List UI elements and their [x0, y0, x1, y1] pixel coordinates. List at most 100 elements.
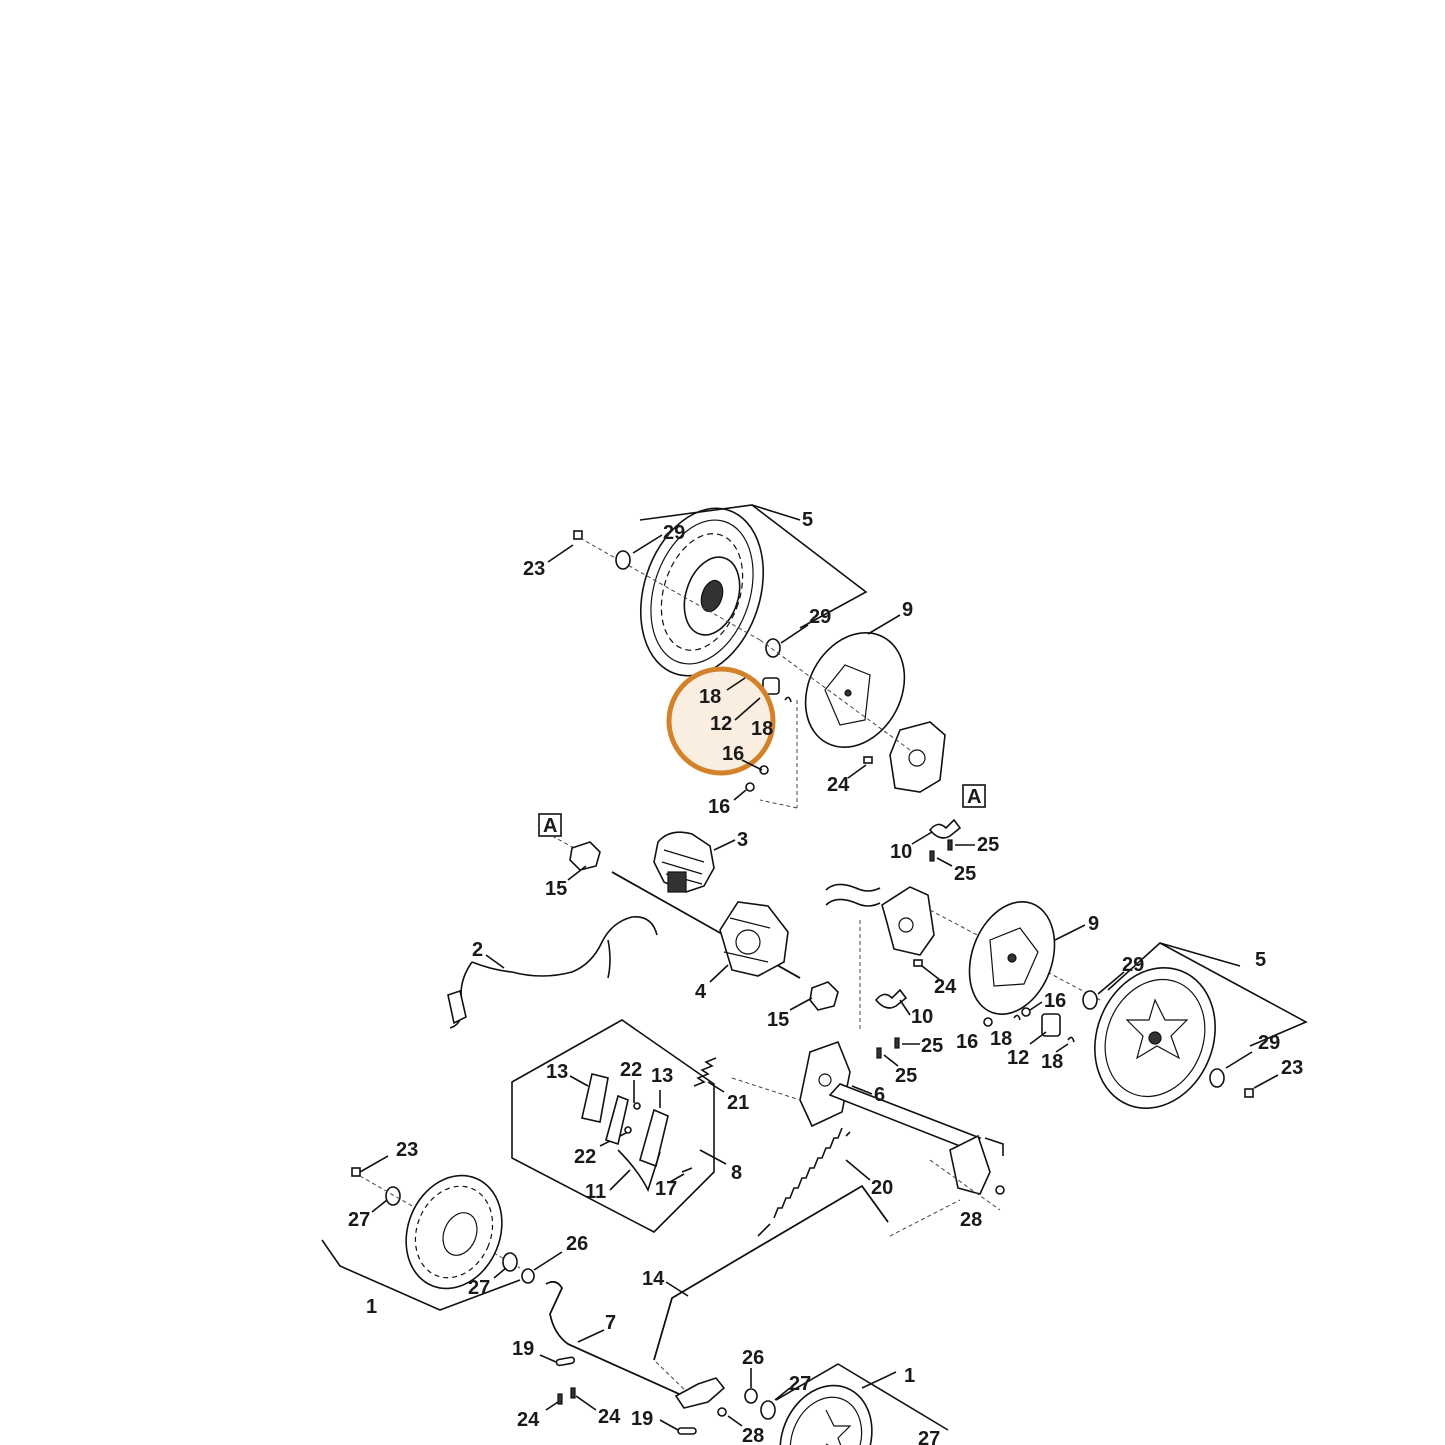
- mount-bracket-right[interactable]: [881, 886, 935, 956]
- bolt-23c[interactable]: [351, 1167, 361, 1177]
- bushing-27b[interactable]: [502, 1252, 518, 1272]
- callout-3: 3: [737, 829, 748, 851]
- washer-16c[interactable]: [983, 1017, 993, 1027]
- bushing-29c[interactable]: [1082, 990, 1098, 1010]
- callout-16b: 16: [708, 796, 730, 818]
- callout-12a: 12: [710, 713, 732, 735]
- callout-16a: 16: [722, 743, 744, 765]
- pin-17[interactable]: [681, 1167, 693, 1173]
- callout-5b: 5: [1255, 949, 1266, 971]
- bushing-29d[interactable]: [1209, 1068, 1225, 1088]
- pinion-12b[interactable]: [1041, 1013, 1061, 1037]
- pin-19b[interactable]: [677, 1427, 697, 1435]
- callout-27d: 27: [918, 1428, 940, 1445]
- bushing-27a[interactable]: [385, 1186, 401, 1206]
- callout-13a: 13: [546, 1061, 568, 1083]
- callout-10a: 10: [890, 841, 912, 863]
- callout-25d: 25: [895, 1065, 917, 1087]
- washer-16b[interactable]: [745, 782, 755, 792]
- callout-24c: 24: [517, 1409, 540, 1431]
- callout-25b: 25: [954, 863, 976, 885]
- motor-3[interactable]: [653, 831, 715, 893]
- callout-16d: 16: [956, 1031, 978, 1053]
- callout-18b: 18: [751, 718, 773, 740]
- bolt-24a[interactable]: [863, 756, 873, 764]
- bushing-29a[interactable]: [615, 550, 631, 570]
- screw-24d[interactable]: [570, 1387, 576, 1399]
- screw-25b[interactable]: [929, 850, 935, 862]
- wheel-cover-9a[interactable]: [786, 615, 924, 764]
- screw-25c[interactable]: [894, 1037, 900, 1049]
- bushing-29b[interactable]: [765, 638, 781, 658]
- callout-23b: 23: [1281, 1057, 1303, 1079]
- spring-21[interactable]: [693, 1057, 717, 1087]
- callout-18c: 18: [990, 1028, 1012, 1050]
- callout-12b: 12: [1007, 1047, 1029, 1069]
- bracket-11[interactable]: [605, 1094, 661, 1193]
- washer-26a[interactable]: [521, 1268, 535, 1284]
- clamp-10a[interactable]: [928, 818, 962, 839]
- coupling-15a[interactable]: [569, 841, 601, 871]
- callout-28a: 28: [960, 1209, 982, 1231]
- bushing-27c[interactable]: [760, 1400, 776, 1420]
- callout-15a: 15: [545, 878, 567, 900]
- washer-16a[interactable]: [759, 765, 769, 775]
- clip-18d[interactable]: [1067, 1036, 1075, 1043]
- front-wheel-left[interactable]: [390, 1161, 519, 1303]
- callout-20: 20: [871, 1177, 893, 1199]
- lever-rod-14[interactable]: [653, 1184, 889, 1361]
- callout-18d: 18: [1041, 1051, 1063, 1073]
- section-marker-left: A: [538, 813, 562, 837]
- callout-8: 8: [731, 1162, 742, 1184]
- pin-19a[interactable]: [555, 1356, 576, 1367]
- bolt-23a[interactable]: [573, 530, 583, 540]
- coupling-15b[interactable]: [809, 981, 839, 1011]
- callout-5a: 5: [802, 509, 813, 531]
- washer-26b[interactable]: [744, 1388, 758, 1404]
- callout-27a: 27: [348, 1209, 370, 1231]
- callout-17: 17: [655, 1178, 677, 1200]
- clamp-10b[interactable]: [874, 988, 908, 1009]
- screw-24c[interactable]: [557, 1393, 563, 1405]
- slider-13b[interactable]: [639, 1108, 669, 1168]
- clip-18c[interactable]: [1013, 1014, 1021, 1021]
- callout-26b: 26: [742, 1347, 764, 1369]
- slider-13a[interactable]: [581, 1073, 609, 1123]
- callout-18a: 18: [699, 686, 721, 708]
- callout-29a: 29: [663, 522, 685, 544]
- screw-25a[interactable]: [947, 839, 953, 851]
- front-axle-7[interactable]: [545, 1280, 726, 1409]
- cable-harness-2[interactable]: [447, 916, 658, 1029]
- callout-29b: 29: [809, 606, 831, 628]
- gear-bracket[interactable]: [889, 721, 946, 793]
- bolt-23b[interactable]: [1244, 1088, 1254, 1098]
- callout-21: 21: [727, 1092, 749, 1114]
- section-marker-left-label: A: [543, 815, 557, 837]
- pin-22b[interactable]: [624, 1126, 632, 1134]
- wheel-cover-9b[interactable]: [955, 890, 1070, 1026]
- rear-wheel-right[interactable]: [1074, 950, 1235, 1127]
- pinion-12a[interactable]: [762, 677, 780, 695]
- washer-16d[interactable]: [1021, 1007, 1031, 1017]
- washer-28b[interactable]: [717, 1407, 727, 1417]
- callout-29d: 29: [1258, 1032, 1280, 1054]
- rear-wheel-left[interactable]: [620, 492, 783, 691]
- screw-25d[interactable]: [876, 1047, 882, 1059]
- callout-24d: 24: [598, 1406, 621, 1428]
- callout-29c: 29: [1122, 954, 1144, 976]
- spring-20[interactable]: [757, 1127, 851, 1237]
- washer-28a[interactable]: [995, 1185, 1005, 1195]
- clip-18b[interactable]: [784, 696, 792, 703]
- callout-9b: 9: [1088, 913, 1099, 935]
- gearbox-4[interactable]: [719, 901, 789, 977]
- front-wheel-right[interactable]: [764, 1372, 888, 1445]
- callout-27c: 27: [789, 1373, 811, 1395]
- bolt-24b[interactable]: [913, 959, 923, 967]
- height-lever-6[interactable]: [799, 1040, 1004, 1195]
- pin-22a[interactable]: [633, 1102, 641, 1110]
- callout-24b: 24: [934, 976, 957, 998]
- callout-1b: 1: [904, 1365, 915, 1387]
- callout-9a: 9: [902, 599, 913, 621]
- callout-25a: 25: [977, 834, 999, 856]
